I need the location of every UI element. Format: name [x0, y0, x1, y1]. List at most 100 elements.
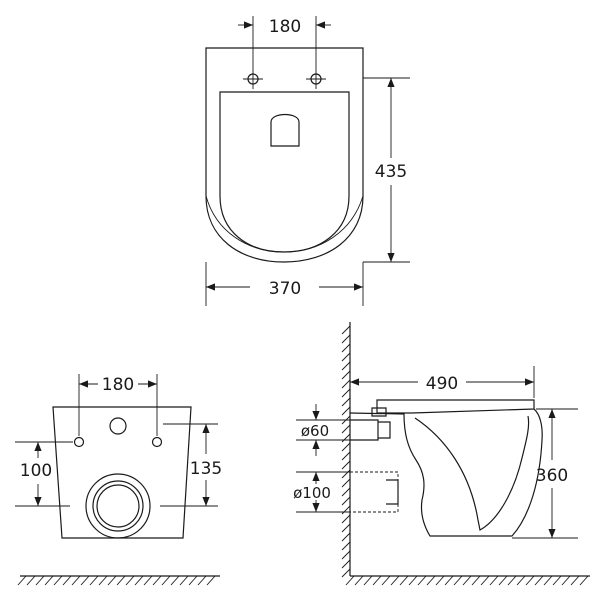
hatch-line: [399, 575, 409, 586]
side-view-outlet-diameter-label: ø100: [293, 484, 331, 502]
hatch-line: [44, 575, 54, 586]
hatch-line: [188, 575, 198, 586]
hatch-line: [341, 487, 351, 497]
side-view-bowl-outer: [349, 408, 543, 537]
hatch-line: [534, 575, 544, 586]
hatch-line: [161, 575, 171, 586]
hatch-line: [471, 575, 481, 586]
hatch-line: [341, 442, 351, 452]
hatch-line: [107, 575, 117, 586]
hatch-line: [552, 575, 562, 586]
hatch-line: [197, 575, 207, 586]
side-view-seat: [376, 399, 535, 414]
hatch-line: [206, 575, 216, 586]
hatch-line: [341, 559, 351, 569]
hatch-line: [341, 406, 351, 416]
hatch-line: [489, 575, 499, 586]
hatch-line: [341, 379, 351, 389]
hatch-line: [80, 575, 90, 586]
hatch-line: [341, 343, 351, 353]
side-view-bowl-inner: [414, 415, 530, 531]
hatch-line: [372, 575, 382, 586]
hatch-line: [390, 575, 400, 586]
top-view: 180 435 370: [205, 16, 410, 306]
hatch-line: [179, 575, 189, 586]
rear-view-fixing-hole-right: [151, 436, 163, 448]
side-view-height-label: 360: [536, 466, 568, 486]
top-view-seam: [205, 195, 364, 253]
rear-view-floor: [17, 575, 220, 586]
hatch-line: [17, 575, 27, 586]
top-view-flush-hole: [270, 113, 300, 147]
hatch-line: [71, 575, 81, 586]
hatch-line: [507, 575, 517, 586]
top-view-body-outline: [205, 47, 364, 263]
hatch-line: [444, 575, 454, 586]
hatch-line: [341, 334, 351, 344]
hatch-line: [543, 575, 553, 586]
side-view-inlet-connector: [378, 421, 391, 439]
top-view-depth-label: 435: [375, 162, 407, 182]
side-view-length-label: 490: [426, 374, 458, 394]
top-view-rim: [219, 91, 350, 253]
rear-view-spacing-label: 180: [102, 375, 134, 395]
hatch-line: [341, 433, 351, 443]
hatch-line: [498, 575, 508, 586]
rear-view-fixing-hole-left: [73, 436, 85, 448]
side-view: 490 360 ø60 ø100: [293, 322, 590, 586]
hatch-line: [26, 575, 36, 586]
top-view-fixing-hole-right: [306, 69, 326, 89]
hatch-line: [354, 575, 364, 586]
hatch-line: [426, 575, 436, 586]
side-view-hinge: [371, 407, 387, 417]
hatch-line: [134, 575, 144, 586]
hatch-line: [579, 575, 589, 586]
hatch-line: [341, 370, 351, 380]
rear-view-fixing-height-label: 100: [20, 461, 52, 481]
top-view-spacing-label: 180: [269, 17, 301, 37]
hatch-line: [341, 550, 351, 560]
hatch-line: [98, 575, 108, 586]
side-view-inlet-diameter-label: ø60: [301, 422, 329, 440]
hatch-line: [62, 575, 72, 586]
hatch-line: [341, 397, 351, 407]
hatch-line: [516, 575, 526, 586]
side-view-wall: [341, 322, 590, 586]
hatch-line: [341, 451, 351, 461]
hatch-line: [341, 541, 351, 551]
rear-view-body-outline: [52, 406, 192, 539]
hatch-line: [435, 575, 445, 586]
hatch-line: [53, 575, 63, 586]
hatch-line: [341, 496, 351, 506]
hatch-line: [341, 325, 351, 335]
rear-view-waste-height-label: 135: [190, 459, 222, 479]
rear-view-inlet-hole: [109, 417, 127, 435]
hatch-line: [341, 388, 351, 398]
hatch-line: [561, 575, 571, 586]
hatch-line: [345, 575, 355, 586]
hatch-line: [116, 575, 126, 586]
rear-view: 180 100 135: [15, 374, 222, 586]
side-view-outlet-pipe: [350, 471, 399, 513]
hatch-line: [363, 575, 373, 586]
hatch-line: [341, 460, 351, 470]
top-view-width-label: 370: [269, 279, 301, 299]
hatch-line: [341, 361, 351, 371]
hatch-line: [381, 575, 391, 586]
hatch-line: [480, 575, 490, 586]
hatch-line: [453, 575, 463, 586]
hatch-line: [170, 575, 180, 586]
hatch-line: [341, 532, 351, 542]
hatch-line: [341, 424, 351, 434]
hatch-line: [570, 575, 580, 586]
hatch-line: [341, 478, 351, 488]
hatch-line: [143, 575, 153, 586]
hatch-line: [341, 514, 351, 524]
side-view-inlet-pipe: [350, 419, 379, 441]
hatch-line: [417, 575, 427, 586]
side-view-outlet-spigot: [386, 479, 399, 505]
hatch-line: [89, 575, 99, 586]
hatch-line: [341, 568, 351, 578]
hatch-line: [341, 352, 351, 362]
